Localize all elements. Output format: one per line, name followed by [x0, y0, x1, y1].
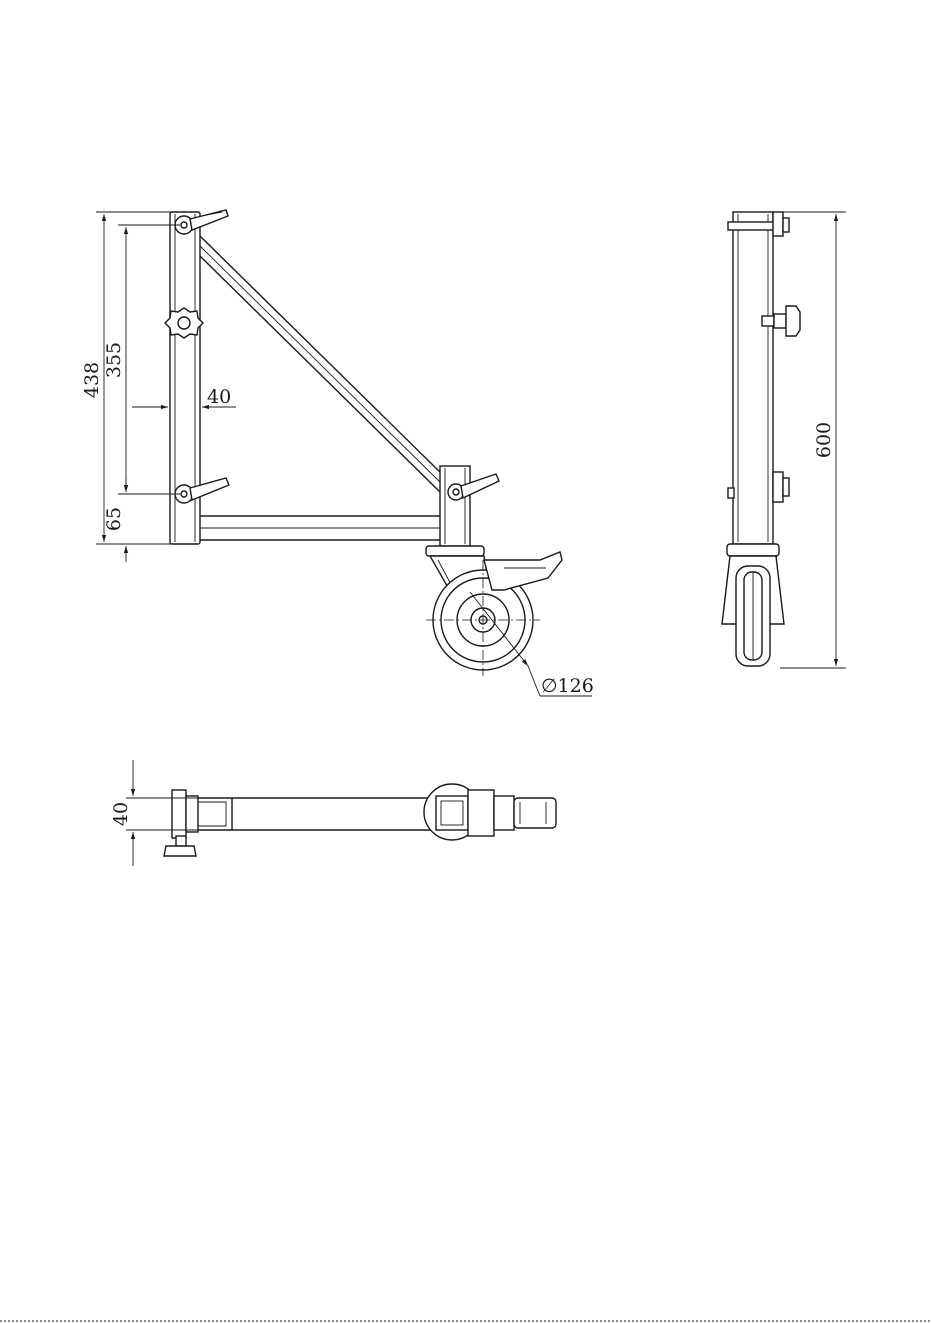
caster-socket	[440, 466, 470, 546]
top-caster-icon	[424, 784, 556, 840]
dim-wheel-diameter-label: ∅126	[541, 675, 594, 697]
front-view: 438 355 40 65 ∅126	[81, 210, 594, 697]
dim-upright-width-label: 40	[207, 386, 231, 408]
dim-total-height-label: 600	[813, 422, 835, 458]
dimension-bottom-offset: 65	[103, 476, 126, 562]
top-clamp-icon	[164, 790, 232, 856]
horizontal-tube	[200, 516, 440, 540]
dim-tube-width-label: 40	[110, 802, 132, 826]
side-upright	[733, 212, 773, 544]
top-view: 40	[110, 760, 556, 866]
side-caster-icon	[722, 544, 784, 666]
caster-wheel-icon	[426, 546, 562, 676]
side-view: 600	[722, 212, 846, 668]
dimension-pin-spacing: 355	[103, 225, 180, 494]
dimension-total-height: 600	[780, 212, 846, 668]
dim-overall-height-label: 438	[81, 362, 103, 398]
dim-pin-spacing-label: 355	[103, 342, 125, 378]
star-knob-icon	[165, 308, 203, 338]
dim-bottom-offset-label: 65	[103, 507, 125, 531]
diagonal-brace	[200, 236, 446, 492]
